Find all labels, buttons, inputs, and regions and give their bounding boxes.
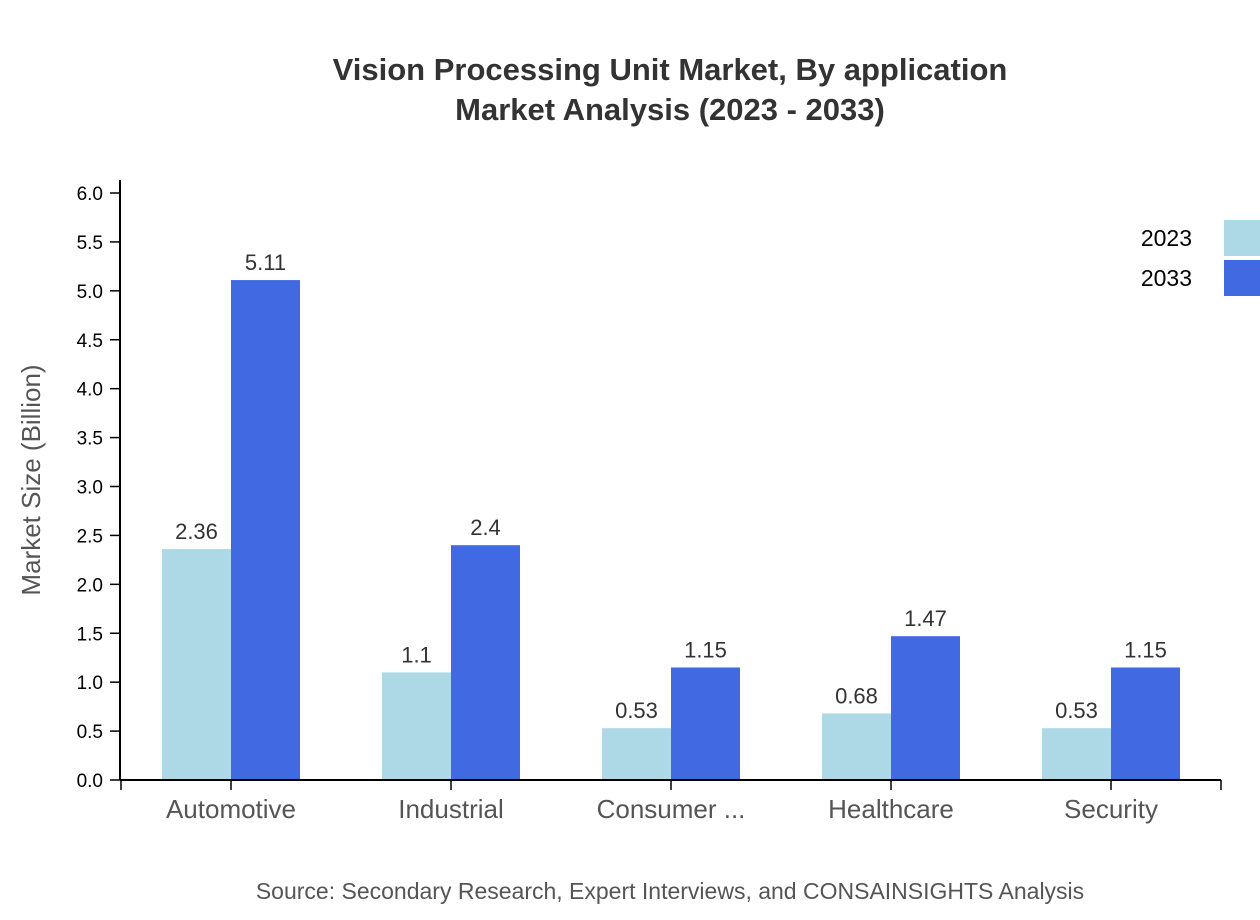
legend-label-2033: 2033 — [1141, 265, 1192, 291]
y-tick-label: 3.0 — [77, 478, 103, 499]
x-ticks-group: Automotive Industrial Consumer ... Healthca… — [166, 780, 1158, 824]
bar-value-label: 1.1 — [401, 642, 432, 667]
legend-swatch-2033 — [1224, 260, 1260, 296]
y-axis-label: Market Size (Billion) — [16, 364, 46, 595]
bar-value-label: 2.36 — [175, 519, 218, 544]
y-tick-label: 5.0 — [77, 282, 103, 303]
bar-2023 — [162, 549, 231, 780]
y-tick-label: 2.5 — [77, 526, 103, 547]
legend-swatch-2023 — [1224, 220, 1260, 256]
bar-value-label: 1.15 — [684, 637, 727, 662]
y-tick-label: 6.0 — [77, 184, 103, 205]
bar-value-label: 0.68 — [835, 683, 878, 708]
x-tick-label: Healthcare — [828, 794, 954, 824]
legend-label-2023: 2023 — [1141, 225, 1192, 251]
x-tick-label: Industrial — [398, 794, 504, 824]
bars-group: 2.36 5.11 1.1 2.4 0.53 1.15 0.68 1.47 0.53 1.15 — [162, 250, 1180, 780]
y-tick-label: 4.0 — [77, 380, 103, 401]
chart-title-line-2: Market Analysis (2023 - 2033) — [455, 92, 885, 127]
bar-2023 — [602, 728, 671, 780]
source-note: Source: Secondary Research, Expert Inter… — [255, 878, 1085, 904]
chart-title-line-1: Vision Processing Unit Market, By applic… — [332, 52, 1008, 87]
bar-2033 — [451, 545, 520, 780]
y-tick-label: 1.0 — [77, 673, 103, 694]
y-tick-label: 4.5 — [77, 331, 103, 352]
y-ticks-group: 0.0 0.5 1.0 1.5 2.0 2.5 3.0 3.5 4.0 4.5 5.0 5.5 6.0 — [77, 184, 120, 792]
y-tick-label: 0.0 — [77, 771, 103, 792]
y-tick-label: 3.5 — [77, 429, 103, 450]
y-tick-label: 1.5 — [77, 624, 103, 645]
bar-value-label: 5.11 — [245, 250, 286, 275]
bar-2033 — [891, 636, 960, 780]
y-tick-label: 2.0 — [77, 575, 103, 596]
legend: 2023 2033 — [1141, 220, 1260, 296]
x-tick-label: Security — [1064, 794, 1158, 824]
bar-2033 — [671, 667, 740, 780]
bar-value-label: 0.53 — [1055, 698, 1098, 723]
y-tick-label: 0.5 — [77, 722, 103, 743]
bar-value-label: 2.4 — [470, 515, 501, 540]
bar-value-label: 1.15 — [1124, 637, 1167, 662]
bar-2033 — [231, 280, 300, 780]
y-tick-label: 5.5 — [77, 233, 103, 254]
bar-2023 — [822, 713, 891, 780]
bar-value-label: 0.53 — [615, 698, 658, 723]
chart-title: Vision Processing Unit Market, By applic… — [0, 50, 1260, 130]
bar-2033 — [1111, 667, 1180, 780]
bar-value-label: 1.47 — [904, 606, 947, 631]
bar-2023 — [382, 672, 451, 780]
x-tick-label: Automotive — [166, 794, 296, 824]
bar-2023 — [1042, 728, 1111, 780]
x-tick-label: Consumer ... — [597, 794, 746, 824]
